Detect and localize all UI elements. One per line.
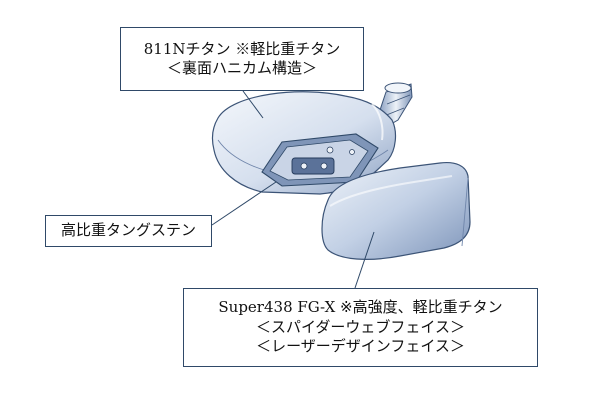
tungsten-weight (291, 157, 335, 175)
leader-crown (242, 90, 264, 119)
callout-face-material: Super438 FG-X ※高強度、軽比重チタン ＜スパイダーウェブフェイス＞… (183, 288, 538, 367)
callout-weight-line1: 高比重タングステン (60, 221, 196, 240)
callout-face-line2: ＜スパイダーウェブフェイス＞ (256, 317, 465, 336)
face-insert (321, 161, 471, 260)
callout-face-line1: Super438 FG-X ※高強度、軽比重チタン (218, 298, 503, 317)
leader-face (354, 231, 375, 289)
callout-face-line3: ＜レーザーデザインフェイス＞ (256, 337, 465, 356)
callout-weight-material: 高比重タングステン (45, 215, 212, 247)
callout-crown-line2: ＜裏面ハニカム構造＞ (166, 59, 317, 77)
leader-weight (211, 181, 277, 226)
sole-cavity (261, 133, 379, 187)
callout-crown-material: 811Nチタン ※軽比重チタン ＜裏面ハニカム構造＞ (120, 27, 364, 91)
callout-crown-line1: 811Nチタン ※軽比重チタン (143, 39, 341, 58)
